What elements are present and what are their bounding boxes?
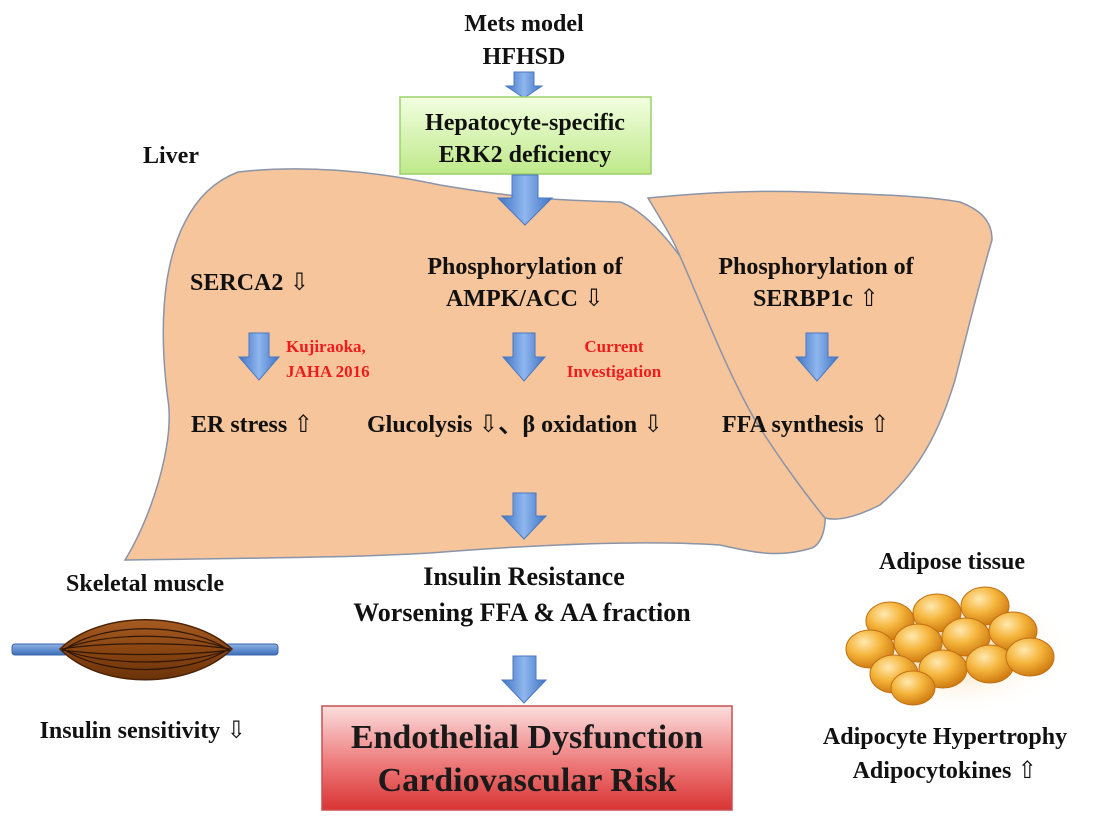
- adipose-caption-line1: Adipocyte Hypertrophy: [823, 724, 1067, 750]
- arrow-hepatocyte-down: [496, 174, 554, 226]
- arrow-top: [504, 71, 544, 99]
- outcome-line1: Endothelial Dysfunction: [351, 719, 703, 756]
- arrow-to-insulin: [500, 492, 548, 540]
- serbp-bottom: FFA synthesis ⇧: [722, 412, 890, 438]
- muscle-caption: Insulin sensitivity ⇩: [40, 718, 247, 744]
- top-label-line1: Mets model: [464, 11, 584, 37]
- serca-ref-line2: JAHA 2016: [286, 362, 370, 381]
- adipose-title: Adipose tissue: [879, 549, 1025, 575]
- ampk-top-line1: Phosphorylation of: [427, 254, 623, 280]
- ampk-bottom: Glucolysis ⇩、β oxidation ⇩: [367, 412, 663, 438]
- ampk-ref-line2: Investigation: [567, 362, 662, 381]
- outcome-box: [321, 705, 733, 811]
- ampk-ref-line1: Current: [584, 337, 644, 356]
- hepatocyte-line1: Hepatocyte-specific: [425, 110, 625, 136]
- muscle-title: Skeletal muscle: [66, 571, 224, 597]
- adipose-caption-line2: Adipocytokines ⇧: [853, 758, 1038, 784]
- serbp-top-line2: SERBP1c ⇧: [753, 286, 879, 312]
- ampk-top-line2: AMPK/ACC ⇩: [446, 286, 604, 312]
- arrow-serca: [237, 332, 281, 381]
- hepatocyte-line2: ERK2 deficiency: [439, 142, 612, 168]
- arrow-serbp: [794, 332, 840, 382]
- insulin-line2: Worsening FFA & AA fraction: [353, 598, 691, 627]
- serca-top: SERCA2 ⇩: [190, 270, 309, 296]
- hepatocyte-box: [399, 96, 652, 175]
- outcome-line2: Cardiovascular Risk: [378, 762, 677, 799]
- muscle-illustration: [11, 619, 279, 681]
- arrow-ampk: [501, 332, 547, 382]
- serca-bottom: ER stress ⇧: [191, 412, 313, 438]
- liver-label: Liver: [143, 143, 199, 169]
- serca-ref-line1: Kujiraoka,: [286, 337, 366, 356]
- arrow-to-outcome: [500, 655, 548, 704]
- insulin-line1: Insulin Resistance: [423, 562, 625, 591]
- top-label-line2: HFHSD: [483, 44, 566, 70]
- serbp-top-line1: Phosphorylation of: [718, 254, 914, 280]
- adipose-illustration: [837, 585, 1073, 715]
